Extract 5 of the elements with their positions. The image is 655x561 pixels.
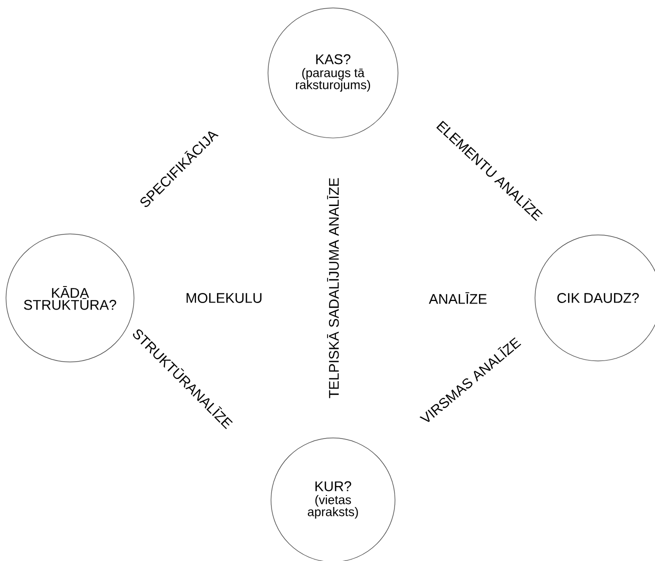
rotated-label: ANALĪZE: [428, 292, 487, 304]
circle-node: KAS? (paraugs tā raksturojums): [268, 8, 398, 138]
rotated-label: MOLEKULU: [186, 293, 262, 303]
rotated-label: TELPISKĀ SADALĪJUMA ANALĪZE: [327, 178, 339, 398]
circle-node: KĀDA STRUKTŪRA?: [6, 234, 134, 362]
